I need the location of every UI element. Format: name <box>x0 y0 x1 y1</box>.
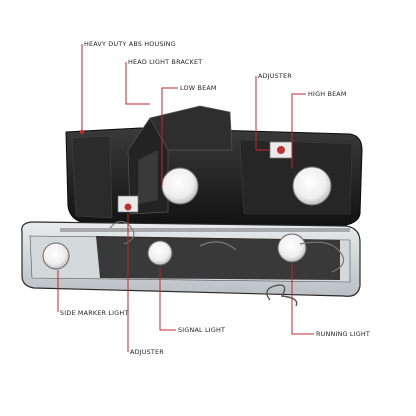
label-high-beam: HIGH BEAM <box>308 90 347 98</box>
label-adjuster-bottom: ADJUSTER <box>130 348 164 356</box>
label-low-beam: LOW BEAM <box>180 84 217 92</box>
label-bracket: HEAD LIGHT BRACKET <box>128 58 203 66</box>
label-running: RUNNING LIGHT <box>316 330 371 338</box>
label-adjuster-top: ADJUSTER <box>258 72 292 80</box>
label-signal: SIGNAL LIGHT <box>178 326 226 334</box>
label-side-marker: SIDE MARKER LIGHT <box>60 309 129 317</box>
label-housing: HEAVY DUTY ABS HOUSING <box>84 40 176 48</box>
